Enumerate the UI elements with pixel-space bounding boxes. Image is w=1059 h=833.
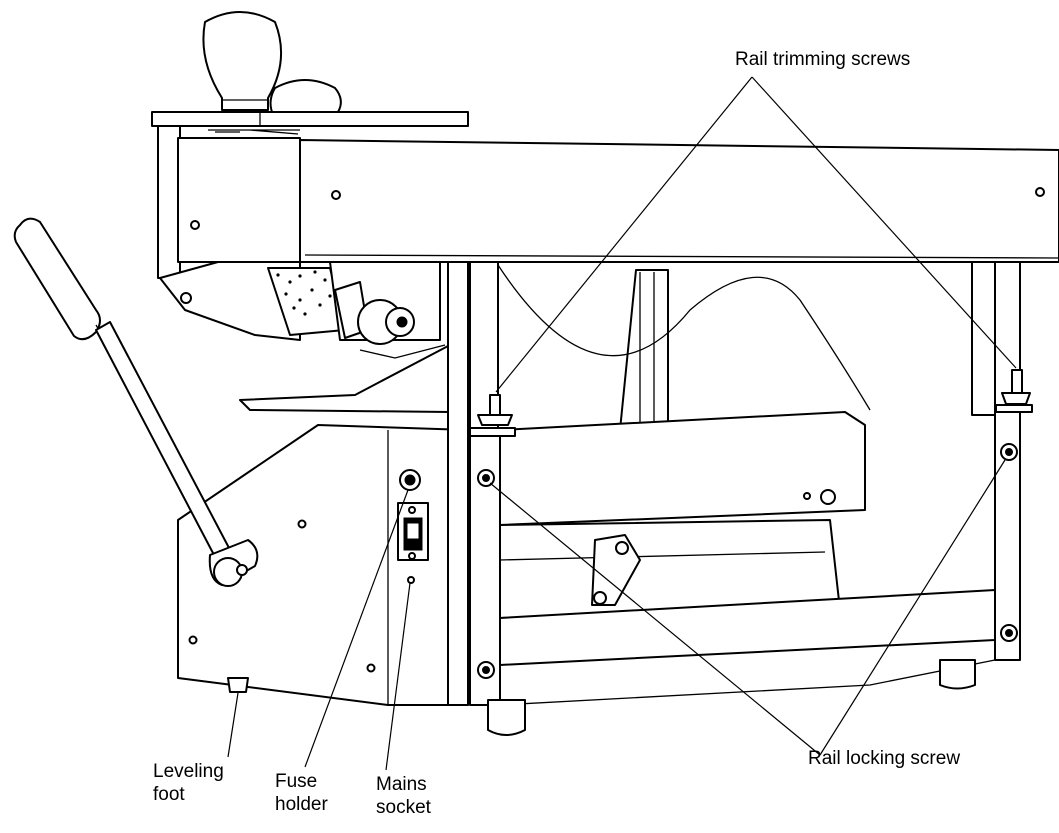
rail-locking-screws	[477, 443, 1018, 679]
label-rail-trimming-screws: Rail trimming screws	[735, 49, 911, 70]
head-housing	[157, 125, 301, 279]
top-rail-beam	[299, 139, 1059, 263]
lever-handle	[13, 217, 259, 587]
rail-trimming-screw-right	[995, 369, 1033, 413]
top-plate	[151, 111, 469, 127]
label-fuse-holder: Fuse holder	[275, 771, 328, 815]
fuse-holder-part	[399, 469, 421, 491]
mains-socket-part	[397, 502, 429, 584]
label-leveling-foot: Leveling foot	[153, 761, 224, 805]
top-knobs	[202, 11, 342, 113]
cutter-mechanism	[159, 261, 446, 359]
label-rail-locking-screw: Rail locking screw	[808, 748, 961, 769]
lower-body	[177, 344, 469, 706]
rail-trimming-screw-left	[469, 394, 516, 437]
label-mains-socket: Mains socket	[376, 774, 431, 818]
right-frame	[227, 261, 1021, 736]
leader-lines	[227, 76, 1017, 771]
